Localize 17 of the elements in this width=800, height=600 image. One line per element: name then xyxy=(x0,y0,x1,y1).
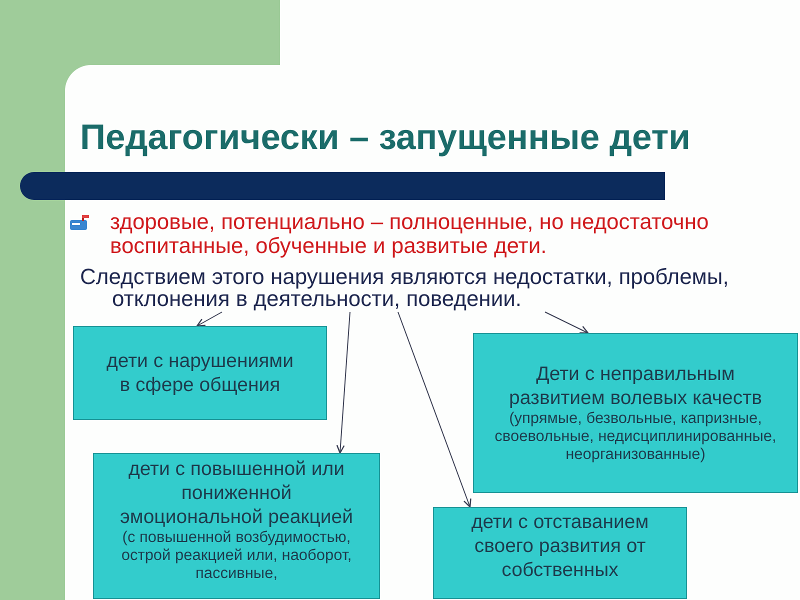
arrow xyxy=(398,312,472,508)
category-box xyxy=(73,326,327,420)
bullet-text: здоровые, потенциально – полноценные, но недостаточно воспитанные, обученные и развитые дети. xyxy=(110,210,710,258)
category-box xyxy=(433,507,687,599)
arrow xyxy=(336,312,350,454)
category-box xyxy=(473,333,798,493)
box-note: (с повышенной возбудимостью, острой реакцией или, наоборот, пассивные, xyxy=(120,529,353,583)
arrow xyxy=(544,312,589,334)
slide-title: Педагогически – запущенные дети xyxy=(80,117,690,157)
box-heading: дети с отставанием своего развития от собственных xyxy=(470,510,650,582)
box-heading: Дети с неправильным развитием волевых качеств xyxy=(508,362,763,410)
box-heading: дети с нарушениями в сфере общения xyxy=(106,349,294,397)
category-box xyxy=(93,453,380,599)
arrow xyxy=(196,312,222,327)
box-note: (упрямые, безвольные, капризные, своевольные, недисциплинированные, неорганизованные) xyxy=(494,410,777,464)
box-heading: дети с повышенной или пониженной эмоциональной реакцией xyxy=(118,457,354,529)
consequence-text: Следствием этого нарушения являются недостатки, проблемы, отклонения в деятельности, поведении. xyxy=(80,266,780,312)
